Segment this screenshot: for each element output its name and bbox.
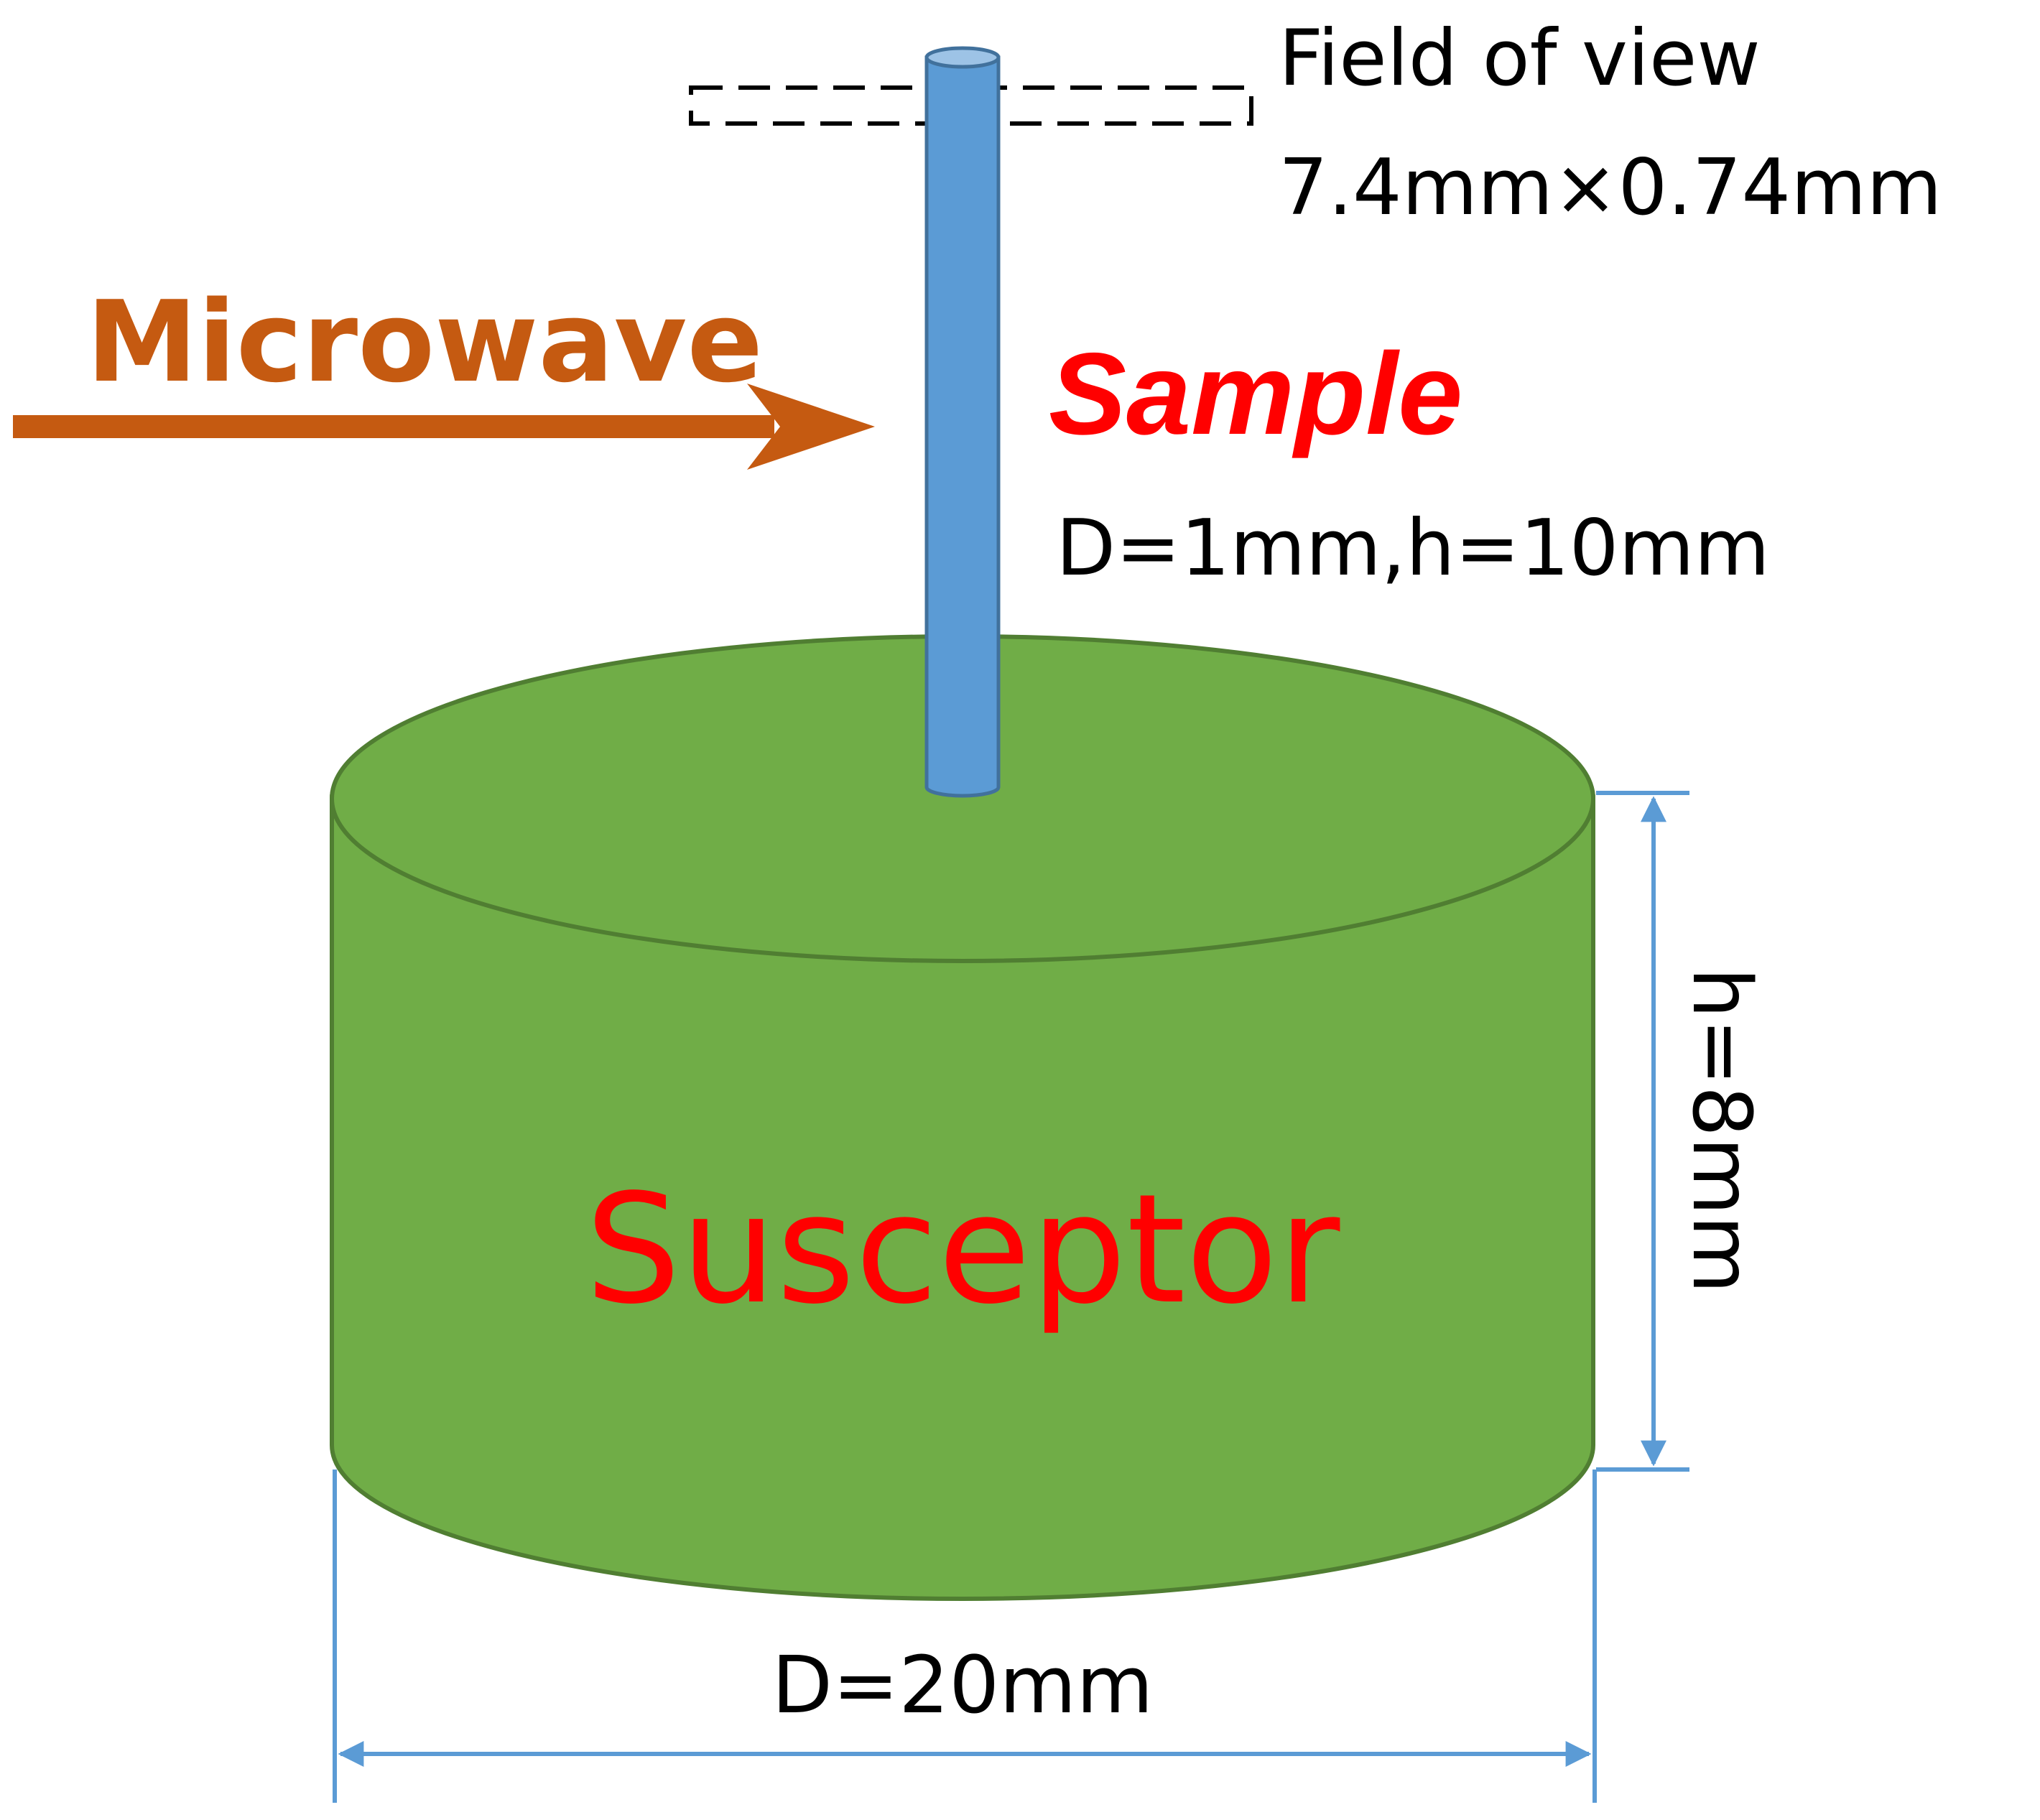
sample-rod-top	[924, 46, 1001, 69]
sample-rod	[924, 46, 1001, 798]
microwave-arrow	[13, 384, 875, 470]
sample-rod-body	[924, 55, 1001, 798]
microwave-arrow-shaft	[13, 415, 774, 438]
sample-dimensions-label: D=1mm,h=10mm	[1056, 503, 1770, 593]
microwave-arrow-head	[747, 384, 875, 470]
field-of-view-label: Field of view	[1279, 14, 1761, 103]
susceptor-height-label: h=8mm	[1674, 967, 1768, 1294]
susceptor-diameter-label: D=20mm	[771, 1639, 1153, 1731]
susceptor-cylinder	[330, 634, 1595, 1601]
diameter-dimension	[333, 1470, 1597, 1803]
height-dimension	[1596, 791, 1689, 1472]
microwave-label: Microwave	[86, 277, 763, 407]
sample-label: Sample	[1049, 329, 1462, 459]
field-of-view-size-label: 7.4mm×0.74mm	[1279, 143, 1942, 233]
susceptor-label: Susceptor	[585, 1161, 1341, 1337]
